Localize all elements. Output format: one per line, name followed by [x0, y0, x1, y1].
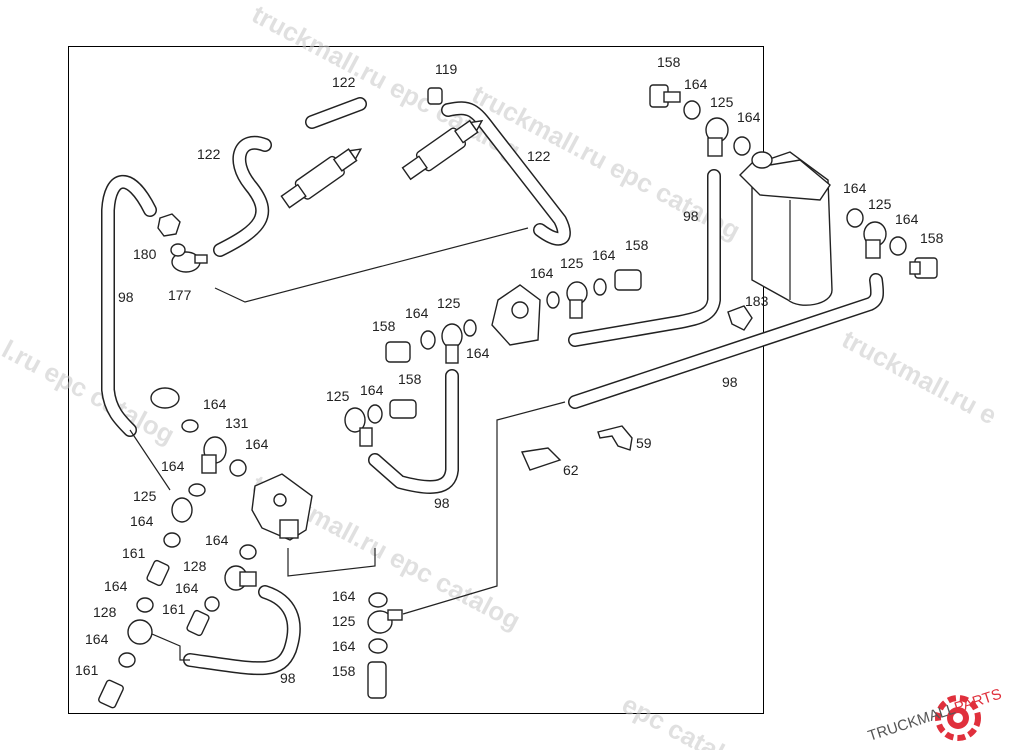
label-180: 180 [133, 246, 157, 262]
watermark-left: l.ru epc catalog [0, 334, 180, 450]
label-122: 122 [527, 148, 551, 164]
label-164: 164 [130, 513, 154, 529]
label-161: 161 [162, 601, 186, 617]
label-131: 131 [225, 415, 249, 431]
injector-left [280, 148, 363, 209]
label-164: 164 [161, 458, 185, 474]
label-122: 122 [197, 146, 221, 162]
clip-183 [727, 305, 753, 331]
label-125: 125 [133, 488, 157, 504]
label-128: 128 [93, 604, 117, 620]
connector-62 [520, 447, 562, 471]
label-164: 164 [684, 76, 708, 92]
injector-right [401, 119, 484, 181]
label-125: 125 [437, 295, 461, 311]
label-122: 122 [332, 74, 356, 90]
parts [98, 84, 938, 709]
label-164: 164 [843, 180, 867, 196]
washer-164 [683, 100, 701, 120]
bolt-158-bottom [367, 661, 387, 699]
truckmallparts-logo: TRUCKMALLPARTS [866, 686, 1004, 745]
svg-text:TRUCKMALLPARTS: TRUCKMALLPARTS [866, 686, 1004, 745]
elbow-fitting [150, 387, 180, 409]
watermark-right: truckmall.ru e [837, 324, 1002, 431]
cap-119 [427, 87, 443, 105]
label-164: 164 [104, 578, 128, 594]
label-98: 98 [118, 289, 134, 305]
label-59: 59 [636, 435, 652, 451]
bolt-158-mid [614, 269, 642, 291]
label-158: 158 [920, 230, 944, 246]
label-158: 158 [625, 237, 649, 253]
leader-lines [129, 227, 566, 661]
part-labels: 122 122 122 119 180 177 98 158 164 125 1… [75, 54, 944, 686]
label-98: 98 [683, 208, 699, 224]
label-183: 183 [745, 293, 769, 309]
label-164: 164 [203, 396, 227, 412]
bolt-158-left [385, 341, 411, 363]
label-98: 98 [722, 374, 738, 390]
label-158: 158 [332, 663, 356, 679]
label-125: 125 [326, 388, 350, 404]
label-158: 158 [657, 54, 681, 70]
fuel-filter [739, 151, 833, 306]
label-161: 161 [75, 662, 99, 678]
label-164: 164 [332, 588, 356, 604]
hoses [101, 97, 885, 676]
label-164: 164 [332, 638, 356, 654]
label-128: 128 [183, 558, 207, 574]
label-164: 164 [205, 532, 229, 548]
label-98: 98 [280, 670, 296, 686]
label-125: 125 [710, 94, 734, 110]
label-164: 164 [466, 345, 490, 361]
nut-180 [157, 213, 181, 237]
label-164: 164 [737, 109, 761, 125]
label-161: 161 [122, 545, 146, 561]
label-164: 164 [895, 211, 919, 227]
label-158: 158 [372, 318, 396, 334]
label-164: 164 [405, 305, 429, 321]
label-164: 164 [85, 631, 109, 647]
bracket-59 [597, 425, 633, 451]
label-164: 164 [175, 580, 199, 596]
label-164: 164 [530, 265, 554, 281]
label-164: 164 [360, 382, 384, 398]
label-125: 125 [560, 255, 584, 271]
label-125: 125 [868, 196, 892, 212]
label-62: 62 [563, 462, 579, 478]
label-125: 125 [332, 613, 356, 629]
watermark-bottom: epc catalog [617, 689, 757, 750]
label-119: 119 [435, 61, 458, 77]
label-98: 98 [434, 495, 450, 511]
diagram-frame [68, 46, 764, 714]
label-158: 158 [398, 371, 422, 387]
label-164: 164 [592, 247, 616, 263]
label-164: 164 [245, 436, 269, 452]
label-177: 177 [168, 287, 192, 303]
